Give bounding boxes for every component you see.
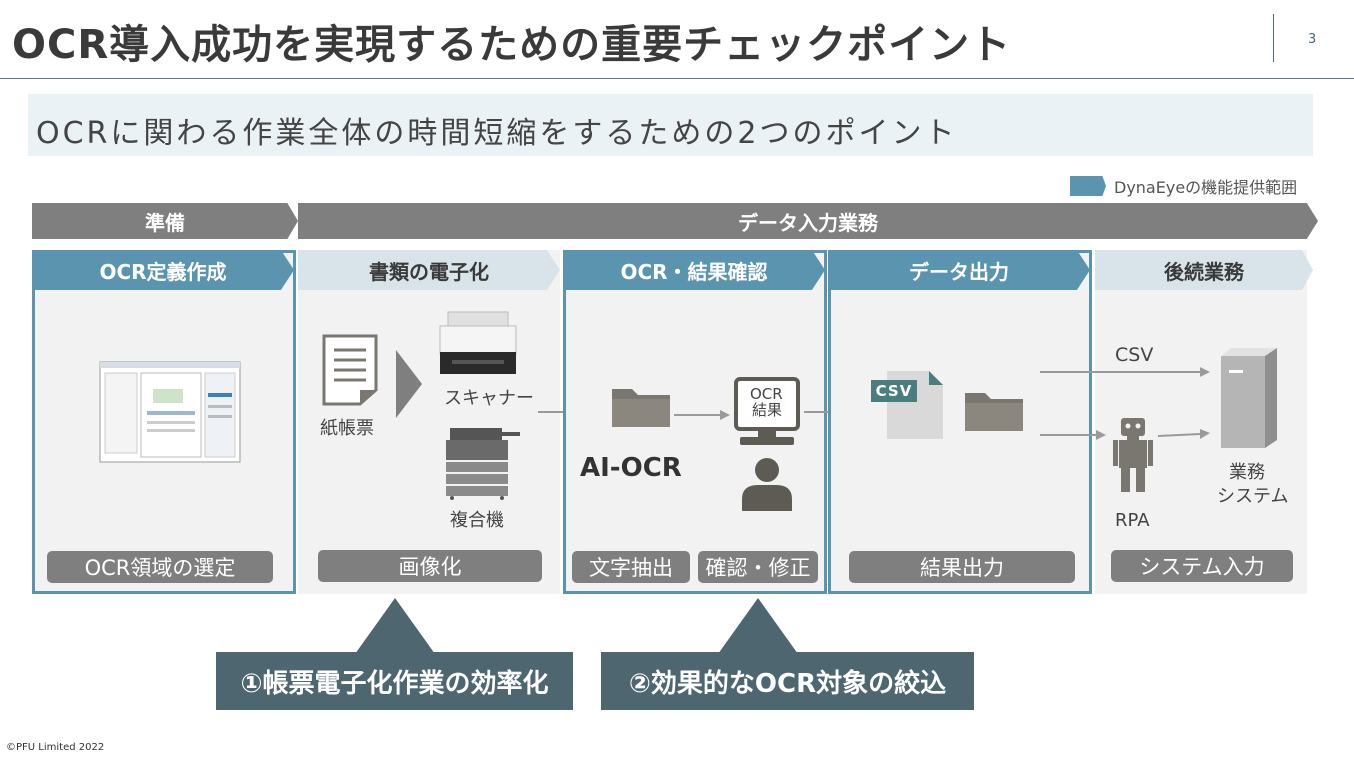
user-icon	[742, 458, 792, 511]
scanner-icon	[439, 311, 517, 374]
task-result-output: 結果出力	[849, 551, 1075, 583]
callout-form-digitization: ①帳票電子化作業の効率化	[216, 652, 573, 710]
label-system: システム	[1217, 486, 1289, 507]
band-preparation: 準備	[32, 203, 298, 239]
legend-swatch	[1070, 176, 1106, 196]
label-scanner: スキャナー	[444, 388, 534, 409]
column-header-digitization: 書類の電子化	[298, 250, 560, 290]
task-imaging: 画像化	[318, 550, 542, 582]
subtitle-box: OCRに関わる作業全体の時間短縮をするための2つのポイント	[28, 94, 1313, 156]
column-follow-up: 後続業務 CSV RPA 業務 システム システム入力	[1095, 250, 1313, 594]
subtitle: OCRに関わる作業全体の時間短縮をするための2つのポイント	[36, 116, 958, 151]
rpa-robot-icon	[1113, 418, 1153, 492]
label-ai-ocr: AI-OCR	[580, 453, 682, 483]
flow-arrows-output	[1040, 367, 1210, 440]
task-system-input: システム入力	[1111, 550, 1293, 582]
label-csv-flow: CSV	[1115, 344, 1154, 366]
legend-label: DynaEyeの機能提供範囲	[1114, 178, 1298, 197]
title-divider	[1273, 14, 1274, 62]
band-data-entry: データ入力業務	[298, 203, 1318, 239]
folder-icon	[965, 393, 1023, 431]
callout-pointer	[718, 598, 798, 654]
label-rpa: RPA	[1115, 510, 1150, 531]
label-business: 業務	[1229, 462, 1265, 483]
column-header-ocr-verification: OCR・結果確認	[563, 250, 825, 290]
monitor-icon	[734, 377, 800, 445]
monitor-label-result: 結果	[752, 401, 783, 419]
label-paper-form: 紙帳票	[320, 418, 374, 439]
copyright: ©PFU Limited 2022	[6, 742, 105, 753]
server-icon	[1221, 348, 1277, 448]
legend: DynaEyeの機能提供範囲	[1070, 174, 1297, 198]
column-digitization: 書類の電子化 紙帳票 スキャナー 複合機 画像化	[298, 250, 560, 594]
task-ocr-area-selection: OCR領域の選定	[47, 551, 273, 583]
flow-arrow	[674, 410, 730, 420]
ocr-definition-screen-icon	[99, 361, 241, 463]
column-data-output: データ出力 CSV 結果出力	[828, 250, 1092, 594]
task-text-extraction: 文字抽出	[572, 551, 690, 583]
folder-icon	[612, 389, 670, 427]
column-header-data-output: データ出力	[828, 250, 1090, 290]
page-title: OCR導入成功を実現するための重要チェックポイント	[12, 22, 1012, 68]
task-verify-correct: 確認・修正	[698, 551, 818, 583]
column-header-ocr-definition: OCR定義作成	[32, 250, 294, 290]
title-rule	[0, 78, 1354, 79]
page-number: 3	[1308, 32, 1317, 47]
paper-form-icon	[322, 334, 378, 406]
mfp-icon	[446, 428, 520, 500]
callout-pointer	[355, 598, 435, 654]
monitor-label-ocr: OCR	[750, 385, 783, 403]
label-mfp: 複合機	[450, 510, 504, 531]
callout-ocr-target: ②効果的なOCR対象の絞込	[601, 652, 974, 710]
column-ocr-definition: OCR定義作成 OCR領域の選定	[32, 250, 296, 594]
column-ocr-verification: OCR・結果確認 AI-OCR OCR 結果 文字抽出 確認・修正	[563, 250, 827, 594]
column-header-follow-up: 後続業務	[1095, 250, 1313, 290]
csv-badge: CSV	[871, 380, 917, 402]
chevron-right-icon	[396, 350, 422, 418]
